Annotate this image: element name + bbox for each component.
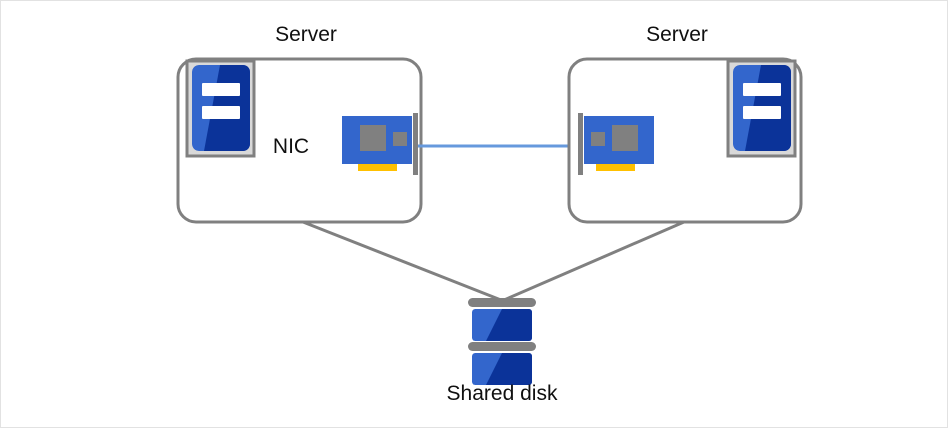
shared-disk-label: Shared disk <box>447 382 558 405</box>
server-icon-bar-bottom <box>743 106 781 119</box>
nic-chip-large <box>612 125 638 151</box>
server-right-icon <box>726 59 797 158</box>
server-right[interactable]: Server <box>567 23 803 224</box>
nic-bracket <box>413 113 418 175</box>
nic-chip-large <box>360 125 386 151</box>
server-left[interactable]: NIC Server <box>176 23 423 224</box>
server-right-title: Server <box>646 23 708 46</box>
server-icon-bar-bottom <box>202 106 240 119</box>
link-group <box>302 220 685 302</box>
server-left-nic[interactable] <box>342 113 418 175</box>
server-left-icon <box>185 59 256 158</box>
server-left-title: Server <box>275 23 337 46</box>
shared-disk[interactable]: Shared disk <box>447 298 558 405</box>
link-server-right-to-disk <box>503 220 685 302</box>
link-server-left-to-disk <box>302 220 502 302</box>
nic-chip-small <box>591 132 605 146</box>
disk-shade-2 <box>486 353 532 385</box>
disk-bar-top-1 <box>468 298 536 307</box>
server-icon-bar-top <box>202 83 240 96</box>
server-right-nic[interactable] <box>578 113 654 175</box>
nic-chip-small <box>393 132 407 146</box>
nic-connector-tab <box>358 161 397 171</box>
nic-bracket <box>578 113 583 175</box>
nic-label-left: NIC <box>273 135 309 158</box>
server-icon-bar-top <box>743 83 781 96</box>
disk-shade-1 <box>486 309 532 341</box>
disk-bar-top-2 <box>468 342 536 351</box>
nic-connector-tab <box>596 161 635 171</box>
